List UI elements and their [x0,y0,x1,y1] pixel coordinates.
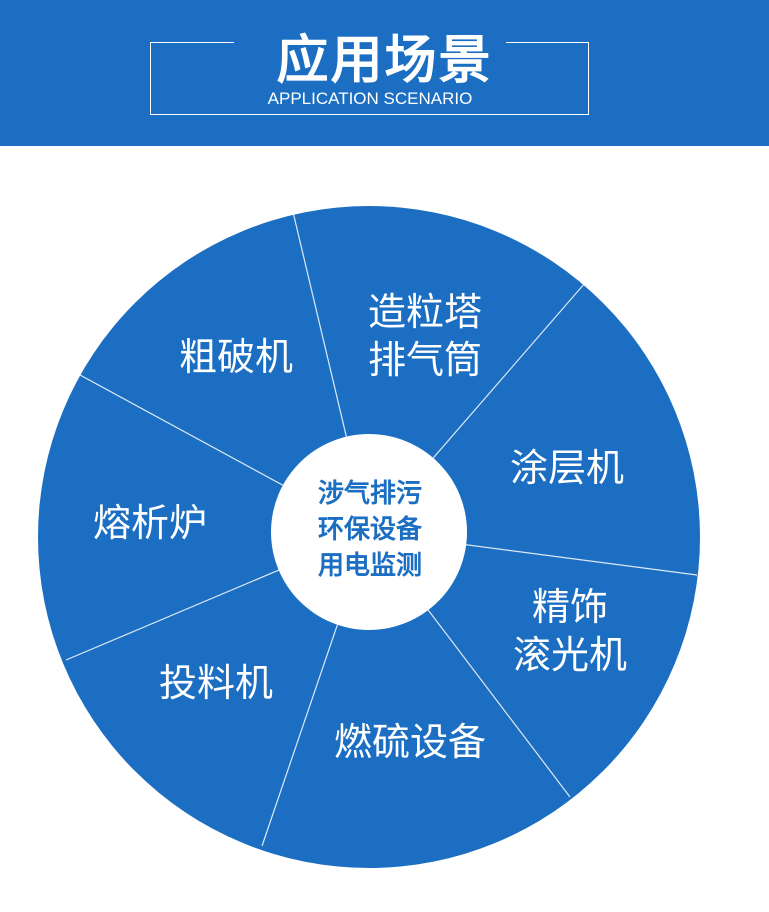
segment-label-0: 粗破机 [179,333,293,381]
frame-line [150,42,234,43]
segment-line: 精饰 [531,585,609,629]
segment-label-5: 投料机 [159,659,273,707]
page-title: 应用场景 [276,31,493,91]
segment-line: 滚光机 [512,633,628,677]
segment-line: 涂层机 [509,446,625,490]
frame-line [506,42,588,43]
segment-line: 粗破机 [178,335,294,379]
header-banner: 应用场景 APPLICATION SCENARIO [0,0,769,146]
center-label: 涉气排污 环保设备 用电监测 [318,476,422,584]
page-subtitle: APPLICATION SCENARIO [267,89,473,108]
center-line: 用电监测 [317,551,423,581]
segment-label-6: 熔析炉 [93,499,207,547]
segment-label-3: 精饰滚光机 [513,583,627,679]
center-line: 环保设备 [317,515,423,545]
center-line: 涉气排污 [317,479,423,509]
segment-line: 投料机 [158,661,274,705]
title-frame [150,42,589,115]
segment-line: 燃硫设备 [333,720,487,764]
segment-line: 熔析炉 [92,501,208,545]
segment-label-1: 造粒塔排气筒 [368,288,482,384]
segment-line: 排气筒 [367,338,483,382]
segment-line: 造粒塔 [367,290,483,334]
segment-label-2: 涂层机 [510,444,624,492]
center-circle [271,434,467,630]
segment-label-4: 燃硫设备 [334,718,486,766]
